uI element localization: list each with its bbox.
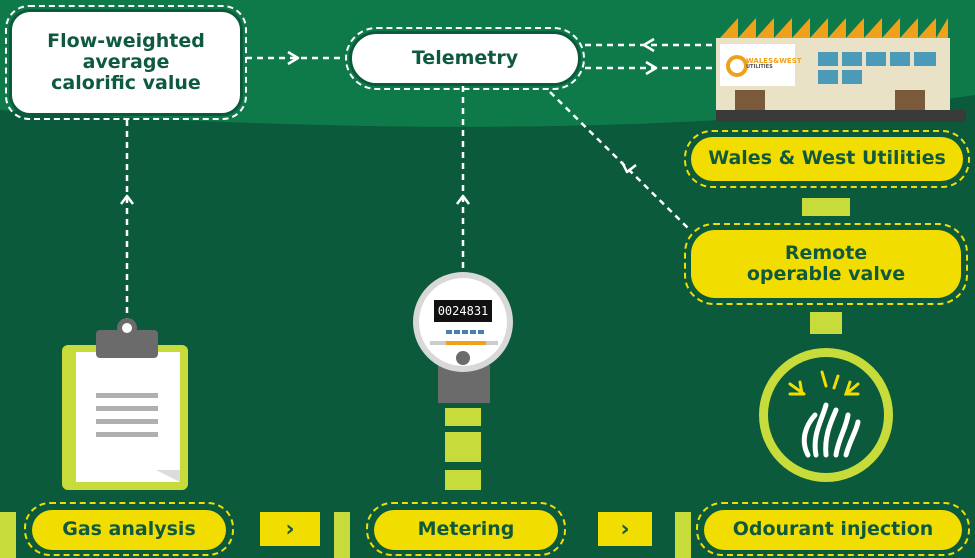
arrowhead-up-1: [120, 194, 134, 205]
flow-arrow-1: ›: [260, 512, 320, 546]
metering-node: Metering: [374, 510, 558, 550]
valve-label: Remote operable valve: [746, 241, 906, 285]
connectors: [125, 43, 715, 345]
wwu-label: Wales & West Utilities: [708, 147, 946, 170]
odourant-node: Odourant injection: [704, 510, 962, 550]
gas-analysis-node: Gas analysis: [32, 510, 226, 550]
odourant-box-outline: [696, 502, 970, 556]
valve-box-outline: [684, 223, 968, 305]
building-illustration: [716, 18, 966, 122]
telemetry-label: Telemetry: [411, 46, 519, 69]
connector-bars: [445, 198, 850, 490]
meter-reading: 0024831: [437, 304, 489, 318]
arrowhead-left: [642, 37, 655, 53]
building-door-1: [735, 90, 765, 110]
cv-box-outline: [5, 5, 247, 120]
gas-analysis-label: Gas analysis: [62, 518, 196, 541]
metering-label: Metering: [417, 518, 515, 541]
wwu-node: Wales & West Utilities: [691, 137, 963, 181]
flow-arrow-2: ›: [598, 512, 652, 546]
wwu-box-outline: [684, 130, 970, 188]
gas-analysis-box-outline: [24, 502, 234, 556]
valve-node: Remote operable valve: [691, 230, 961, 298]
cv-node: Flow-weighted average calorific value: [12, 12, 240, 113]
chevron-right-icon: ›: [620, 516, 630, 542]
building-sign-title: WALES&WEST: [746, 57, 802, 65]
arrowhead-right-2: [645, 60, 658, 76]
arrowhead-diagonal: [620, 161, 637, 174]
building-roof: [720, 18, 948, 38]
telemetry-node: Telemetry: [352, 34, 578, 83]
building-sign-panel: [720, 44, 795, 86]
metering-box-outline: [366, 502, 566, 556]
clipboard-icon: [62, 318, 188, 490]
building-logo: [726, 55, 748, 77]
building-sign-subtitle: UTILITIES: [746, 64, 773, 70]
connector-arrowheads: [120, 37, 658, 205]
chevron-right-icon: ›: [285, 516, 295, 542]
gas-meter-icon: [413, 272, 513, 403]
odourant-icon: [759, 348, 893, 482]
odourant-label: Odourant injection: [732, 518, 934, 541]
building-sign-text: WALES&WEST UTILITIES: [746, 58, 802, 70]
bottom-lime-bars: [0, 512, 691, 558]
building-windows: [818, 52, 936, 84]
building-base: [716, 110, 966, 122]
cv-label: Flow-weighted average calorific value: [47, 29, 205, 95]
arrowhead-up-2: [456, 194, 470, 205]
building-door-2: [895, 90, 925, 110]
arrowhead-right-1: [287, 50, 300, 66]
telemetry-box-outline: [345, 27, 585, 90]
